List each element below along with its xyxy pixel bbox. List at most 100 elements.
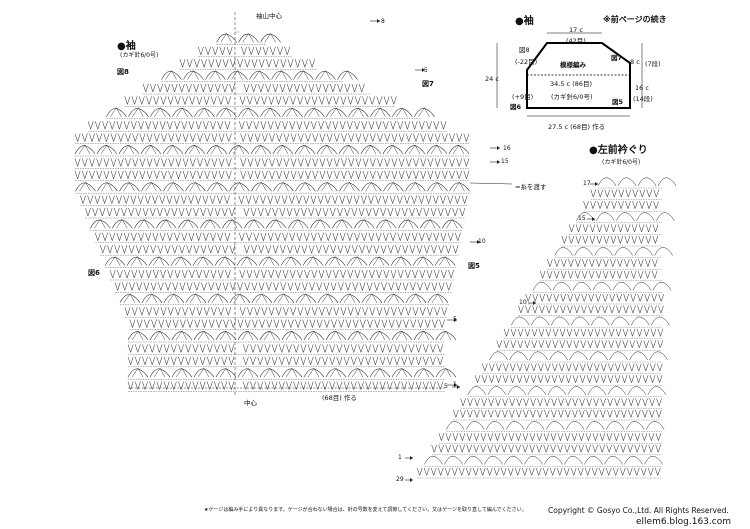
v-stitch — [247, 170, 254, 180]
sleeve-row-marker-5: 5 — [453, 316, 457, 323]
v-stitch — [215, 59, 222, 69]
v-stitch — [284, 46, 291, 56]
neck-chart-title: ●左前衿ぐり — [589, 141, 648, 156]
v-stitch — [341, 133, 347, 143]
v-stitch — [280, 59, 287, 69]
v-stitch — [216, 319, 222, 329]
v-stitch — [125, 158, 131, 168]
v-stitch — [309, 282, 315, 292]
neck-row-marker-5: 5 — [444, 383, 448, 390]
v-stitch — [229, 282, 236, 292]
v-stitch — [369, 269, 375, 279]
v-stitch — [129, 282, 135, 292]
shell-stitch — [119, 182, 140, 192]
shell-stitch — [398, 219, 419, 229]
sleeve-row-marker-1: 1 — [453, 381, 457, 388]
v-stitch — [212, 46, 219, 56]
v-stitch — [308, 83, 315, 93]
schematic-left-inc: (+9目) — [512, 93, 534, 101]
v-stitch — [224, 232, 231, 242]
v-stitch — [260, 195, 266, 205]
v-stitch — [300, 381, 307, 391]
v-stitch — [376, 269, 382, 279]
shell-stitch — [434, 257, 456, 266]
v-stitch — [369, 158, 376, 168]
v-stitch — [264, 344, 271, 354]
v-stitch — [344, 83, 351, 93]
v-stitch — [276, 133, 283, 143]
v-stitch — [114, 245, 121, 255]
v-stitch — [355, 307, 361, 317]
v-stitch — [210, 232, 216, 242]
schematic-title-text: 袖 — [523, 16, 534, 27]
v-stitch — [109, 269, 116, 279]
schematic-lower-right-rows: (14段) — [633, 95, 653, 103]
v-stitch — [238, 121, 245, 131]
v-stitch — [418, 195, 425, 205]
v-stitch — [359, 245, 365, 255]
v-stitch — [308, 245, 315, 255]
v-stitch — [316, 282, 323, 292]
shell-stitch — [214, 257, 236, 266]
v-stitch — [264, 356, 271, 366]
shell-stitch — [75, 182, 96, 192]
v-stitch — [368, 232, 375, 242]
v-stitch — [254, 133, 261, 143]
v-stitch — [456, 133, 463, 143]
shell-stitch — [156, 219, 177, 229]
v-stitch — [156, 344, 163, 354]
shell-stitch — [216, 33, 237, 43]
v-stitch — [165, 282, 171, 292]
sleeve-row-marker-10: 10 — [478, 238, 486, 245]
v-stitch — [397, 232, 404, 242]
v-stitch — [218, 133, 225, 143]
v-stitch — [192, 381, 199, 391]
v-stitch — [441, 307, 448, 317]
shell-stitch — [281, 368, 303, 378]
shell-stitch — [150, 108, 171, 117]
v-stitch — [197, 170, 203, 180]
v-stitch — [182, 96, 188, 106]
v-stitch — [269, 170, 275, 180]
schematic-upper-right-height: 8 c — [630, 58, 640, 66]
v-stitch — [309, 319, 316, 329]
v-stitch — [208, 59, 215, 69]
v-stitch — [206, 356, 213, 366]
v-stitch — [278, 381, 285, 391]
v-stitch — [240, 133, 247, 143]
v-stitch — [314, 356, 321, 366]
v-stitch — [355, 158, 362, 168]
v-stitch — [188, 232, 195, 242]
v-stitch — [386, 356, 393, 366]
v-stitch — [164, 83, 171, 93]
v-stitch — [311, 96, 318, 106]
v-stitch — [193, 207, 199, 217]
shell-stitch — [354, 219, 375, 229]
v-stitch — [196, 307, 203, 317]
v-stitch — [372, 381, 379, 391]
v-stitch — [265, 282, 272, 292]
shell-stitch — [383, 294, 405, 303]
v-stitch — [288, 319, 294, 329]
v-stitch — [419, 232, 425, 242]
v-stitch — [388, 282, 395, 292]
shell-stitch — [178, 219, 199, 229]
v-stitch — [408, 381, 415, 391]
v-stitch — [401, 344, 408, 354]
v-stitch — [149, 381, 156, 391]
v-stitch — [116, 195, 122, 205]
neck-hook-note: (カギ針6/0号) — [602, 159, 641, 166]
schematic-outline — [526, 42, 631, 109]
v-stitch — [178, 83, 185, 93]
v-stitch — [101, 195, 108, 205]
v-stitch — [318, 121, 324, 131]
v-stitch — [99, 245, 106, 255]
shell-stitch — [259, 368, 281, 378]
v-stitch — [283, 133, 290, 143]
sleeve-row-marker-5-top: 5 — [424, 67, 428, 74]
v-stitch — [157, 207, 163, 217]
v-stitch — [222, 59, 229, 69]
shell-stitch — [338, 145, 360, 155]
v-stitch — [175, 170, 182, 180]
v-stitch — [228, 356, 235, 366]
